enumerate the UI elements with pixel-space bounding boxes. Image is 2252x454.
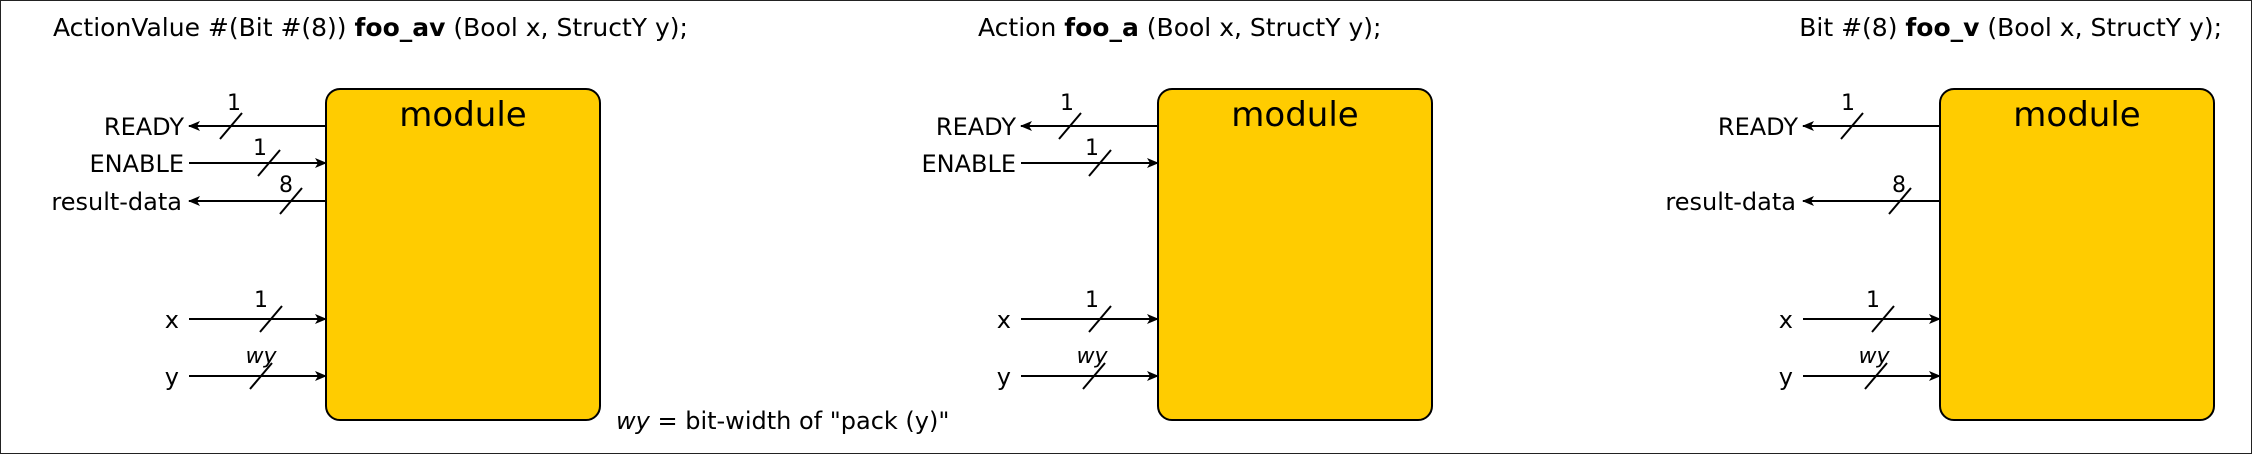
diagram-value: Bit #(8) foo_v (Bool x, StructY y); modu… (1665, 13, 2222, 421)
signature-value: Bit #(8) foo_v (Bool x, StructY y); (1799, 13, 2222, 42)
port-label: result-data (1665, 188, 1796, 216)
diagram-action: Action foo_a (Bool x, StructY y); module… (921, 13, 1433, 421)
port-enable: 1 ENABLE (921, 136, 1159, 178)
bus-slash (259, 305, 283, 333)
module-label: module (399, 95, 526, 135)
port-label: y (997, 363, 1011, 391)
port-x: 1 x (165, 288, 327, 334)
module-label: module (1231, 95, 1358, 135)
bus-slash (249, 362, 273, 390)
port-label: READY (936, 113, 1016, 141)
bus-slash (1088, 149, 1112, 177)
port-label: x (997, 306, 1011, 334)
bus-slash (1888, 187, 1912, 215)
port-label: ENABLE (921, 150, 1016, 178)
bus-slash (279, 187, 303, 215)
bit-width: 8 (279, 173, 293, 198)
bus-slash (1840, 112, 1864, 140)
port-x: 1 x (1779, 288, 1941, 334)
bit-width: wy (245, 344, 277, 369)
port-label: result-data (51, 188, 182, 216)
port-y: wy y (1779, 344, 1941, 391)
bit-width: 1 (253, 136, 267, 161)
port-label: y (165, 363, 179, 391)
bit-width: 1 (1085, 136, 1099, 161)
footnote: wy = bit-width of "pack (y)" (616, 407, 949, 435)
port-label: x (1779, 306, 1793, 334)
bus-slash (1864, 362, 1888, 390)
bus-slash (257, 149, 281, 177)
port-enable: 1 ENABLE (89, 136, 327, 178)
module-block (325, 88, 601, 421)
module-block (1939, 88, 2215, 421)
bus-slash (219, 112, 243, 140)
bus-slash (1088, 305, 1112, 333)
port-y: wy y (165, 344, 327, 391)
diagram-actionvalue: ActionValue #(Bit #(8)) foo_av (Bool x, … (51, 13, 688, 421)
port-result-data: 8 result-data (51, 173, 326, 216)
bus-slash (1871, 305, 1895, 333)
bit-width: wy (1858, 344, 1890, 369)
port-result-data: 8 result-data (1665, 173, 1940, 216)
port-ready: 1 READY (1718, 91, 1940, 141)
port-ready: 1 READY (936, 91, 1158, 141)
port-ready: 1 READY (104, 91, 326, 141)
port-x: 1 x (997, 288, 1159, 334)
bus-slash (1082, 362, 1106, 390)
module-block (1157, 88, 1433, 421)
bit-width: wy (1076, 344, 1108, 369)
port-label: READY (1718, 113, 1798, 141)
module-label: module (2013, 95, 2140, 135)
port-label: y (1779, 363, 1793, 391)
signature-action: Action foo_a (Bool x, StructY y); (978, 13, 1381, 42)
port-y: wy y (997, 344, 1159, 391)
port-label: ENABLE (89, 150, 184, 178)
port-label: x (165, 306, 179, 334)
bus-slash (1058, 112, 1082, 140)
bit-width: 1 (1085, 288, 1099, 313)
bit-width: 1 (1841, 91, 1855, 116)
bit-width: 1 (227, 91, 241, 116)
bit-width: 1 (1866, 288, 1880, 313)
signature-actionvalue: ActionValue #(Bit #(8)) foo_av (Bool x, … (53, 13, 688, 42)
bit-width: 1 (1060, 91, 1074, 116)
bit-width: 8 (1892, 173, 1906, 198)
bit-width: 1 (254, 288, 268, 313)
port-label: READY (104, 113, 184, 141)
